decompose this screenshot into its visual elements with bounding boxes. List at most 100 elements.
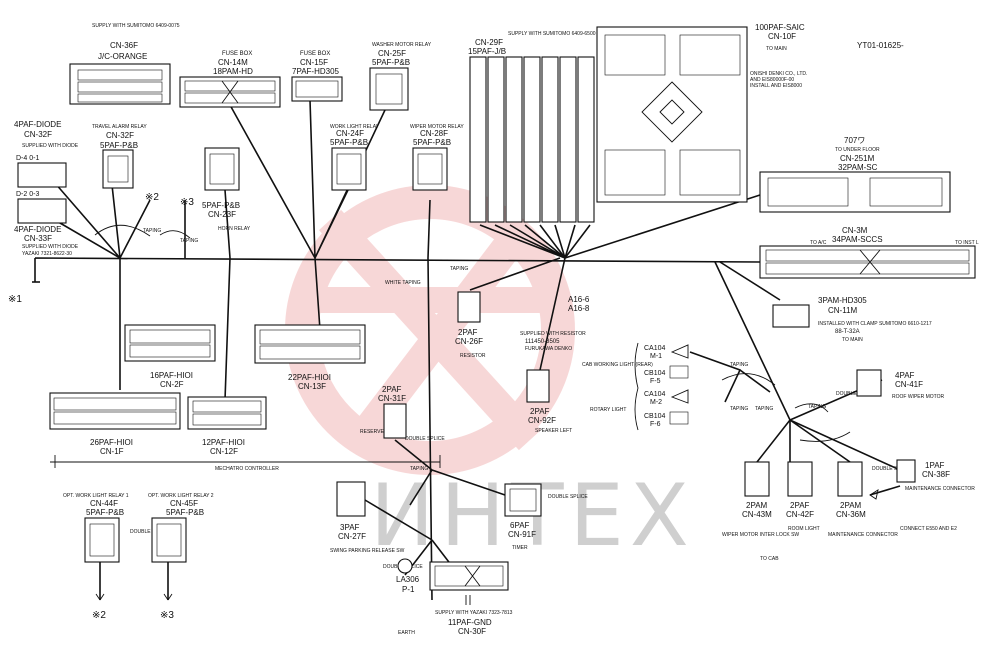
cn91f-label: TIMER <box>512 545 528 551</box>
taping-label-1: TAPING <box>143 228 161 234</box>
cn1f-type: 26PAF-HIOI <box>90 438 133 447</box>
cn11m-note: INSTALLED WITH CLAMP SUMITOMO 6610-1217 <box>818 321 932 327</box>
cn44f-label: OPT. WORK LIGHT RELAY 1 <box>63 493 129 499</box>
cb104f6-name: CB104 <box>644 413 666 420</box>
cn10f-maker2: AND EIS80000F-00 <box>750 77 794 83</box>
ca104m1-sub: M-1 <box>650 353 662 360</box>
cn11m-part: 88-T-32A <box>835 329 860 335</box>
connector-cn1f: 26PAF-HIOI CN-1F <box>49 392 181 456</box>
cn23f-label: HORN RELAY <box>218 226 251 232</box>
travel-alarm-type: 5PAF-P&B <box>100 141 138 150</box>
wire-a166: A16-6 <box>568 295 590 304</box>
cn32f-pin-a: D-4 0-1 <box>16 155 39 162</box>
connector-cn45f-opt-relay-2: OPT. WORK LIGHT RELAY 2 CN-45F 5PAF-P&B … <box>130 493 214 621</box>
cn45f-splice: DOUBLE SPLICE <box>130 529 170 535</box>
cn44f-type: 5PAF-P&B <box>86 508 124 517</box>
cn15f-name: CN-15F <box>300 58 328 67</box>
connector-cn2f: 16PAF-HIOI CN-2F <box>124 324 216 389</box>
connector-cn10f-fuse-block: 100PAF-SAIC CN-10F TO MAIN ONISHI DENKI … <box>596 23 807 203</box>
cn38f-type: 1PAF <box>925 461 945 470</box>
cn3m-type: 34PAM-SCCS <box>832 235 883 244</box>
cn10f-type: 100PAF-SAIC <box>755 23 805 32</box>
cn14m-label: FUSE BOX <box>222 51 252 57</box>
cn10f-name: CN-10F <box>768 32 796 41</box>
cn33f-supplied: SUPPLIED WITH DIODE <box>22 244 79 250</box>
taping-label-3: TAPING <box>450 266 468 272</box>
connector-cn43m: 2PAM CN-43M WIPER MOTOR INTER LOCK SW TO… <box>722 461 799 562</box>
cn13f-type: 22PAF-HIOI <box>288 373 331 382</box>
cn38f-label: MAINTENANCE CONNECTOR <box>905 486 975 492</box>
cn25f-name: CN-25F <box>378 49 406 58</box>
cn38f-splice: DOUBLE SPLICE <box>872 466 912 472</box>
cn36f-desc: J/C-ORANGE <box>98 52 147 61</box>
connector-cn3m: CN-3M 34PAM-SCCS TO A/C TO INST L <box>759 226 979 279</box>
ca104m2-sub: M-2 <box>650 399 662 406</box>
cn23f-type: 5PAF-P&B <box>202 201 240 210</box>
cn251m-name: CN-251M <box>840 154 875 163</box>
cn3m-name: CN-3M <box>842 226 868 235</box>
cn43m-type: 2PAM <box>746 501 768 510</box>
ca104m1-name: CA104 <box>644 345 666 352</box>
cn10f-maker3: INSTALL AND EIS8000 <box>750 83 802 89</box>
cn3m-to-ac: TO A/C <box>810 240 827 246</box>
connector-cn23f-horn-relay: 5PAF-P&B CN-23F HORN RELAY <box>202 147 251 232</box>
cn1f-name: CN-1F <box>100 447 124 456</box>
cn38f-connect: CONNECT E550 AND E2 <box>900 526 957 532</box>
cn30f-type: 11PAF-GND <box>448 618 492 627</box>
cn13f-name: CN-13F <box>298 382 326 391</box>
p1-name: P-1 <box>402 585 415 594</box>
ref-mark-2-top: ※2 <box>145 192 159 203</box>
cn28f-label: WIPER MOTOR RELAY <box>410 124 464 130</box>
cn31f-splice: DOUBLE SPLICE <box>405 436 445 442</box>
connector-cn11m: 3PAM-HD305 CN-11M INSTALLED WITH CLAMP S… <box>772 296 932 343</box>
cn15f-label: FUSE BOX <box>300 51 330 57</box>
white-taping-label: WHITE TAPING <box>385 280 421 286</box>
cn14m-name: CN-14M <box>218 58 248 67</box>
document-code: YT01-01625- <box>857 41 904 50</box>
cn11m-name: CN-11M <box>828 306 858 315</box>
cn24f-label: WORK LIGHT RELAY <box>330 124 380 130</box>
connector-cn32f-diode: 4PAF-DIODE CN-32F SUPPLIED WITH DIODE D-… <box>14 120 79 257</box>
cn12f-type: 12PAF-HIOI <box>202 438 245 447</box>
cb104f5-sub: F-5 <box>650 378 661 385</box>
connector-cn24f-work-light-relay: WORK LIGHT RELAY CN-24F 5PAF-P&B <box>330 124 380 191</box>
connector-cn41f-roof-wiper: DOUBLE SPLICE 4PAF CN-41F ROOF WIPER MOT… <box>808 369 945 410</box>
cn38f-name: CN-38F <box>922 470 950 479</box>
cn44f-name: CN-44F <box>90 499 118 508</box>
cn41f-type: 4PAF <box>895 371 915 380</box>
travel-alarm-label: TRAVEL ALARM RELAY <box>92 124 147 130</box>
cn45f-type: 5PAF-P&B <box>166 508 204 517</box>
to-cab-label: TO CAB <box>760 556 779 562</box>
cn42f-type: 2PAF <box>790 501 810 510</box>
cn11m-type: 3PAM-HD305 <box>818 296 867 305</box>
cn26f-type: 2PAF <box>458 328 478 337</box>
cn28f-type: 5PAF-P&B <box>413 138 451 147</box>
mechatro-label: MECHATRO CONTROLLER <box>215 466 279 472</box>
cn10f-to: TO MAIN <box>766 46 787 52</box>
rotary-light-label: ROTARY LIGHT <box>590 407 626 413</box>
connector-travel-alarm-relay: TRAVEL ALARM RELAY CN-32F 5PAF-P&B <box>92 124 147 189</box>
cn14m-type: 18PAM-HD <box>213 67 253 76</box>
cn25f-label: WASHER MOTOR RELAY <box>372 42 432 48</box>
cn23f-name: CN-23F <box>208 210 236 219</box>
cab-work-light-label: CAB WORKING LIGHT (REAR) <box>582 362 653 368</box>
cn91f-splice: DOUBLE SPLICE <box>548 494 588 500</box>
connector-cn14m-fuse-box: FUSE BOX CN-14M 18PAM-HD <box>179 51 281 108</box>
taping-label-7: TAPING <box>808 404 826 410</box>
connector-cn251m: 707ワ TO UNDER FLOOR CN-251M 32PAM-SC <box>759 136 951 213</box>
travel-alarm-name: CN-32F <box>106 131 134 140</box>
connector-cn12f: 12PAF-HIOI CN-12F <box>187 396 267 456</box>
cn251m-code: 707ワ <box>844 136 865 145</box>
cn32f-name: CN-32F <box>24 130 52 139</box>
cn92f-type: 2PAF <box>530 407 550 416</box>
resistor-note: SUPPLIED WITH RESISTOR <box>520 331 586 337</box>
connector-cn36f: SUPPLY WITH SUMITOMO 6409-0075 CN-36F J/… <box>69 23 180 105</box>
connector-cn13f: 22PAF-HIOI CN-13F <box>254 324 366 391</box>
cn33f-title: 4PAF-DIODE <box>14 225 61 234</box>
cn251m-type: 32PAM-SC <box>838 163 878 172</box>
cn32f-title: 4PAF-DIODE <box>14 120 61 129</box>
cab-lights-group: CA104 M-1 CB104 F-5 CAB WORKING LIGHT (R… <box>582 342 773 431</box>
taping-label-6: TAPING <box>755 406 773 412</box>
